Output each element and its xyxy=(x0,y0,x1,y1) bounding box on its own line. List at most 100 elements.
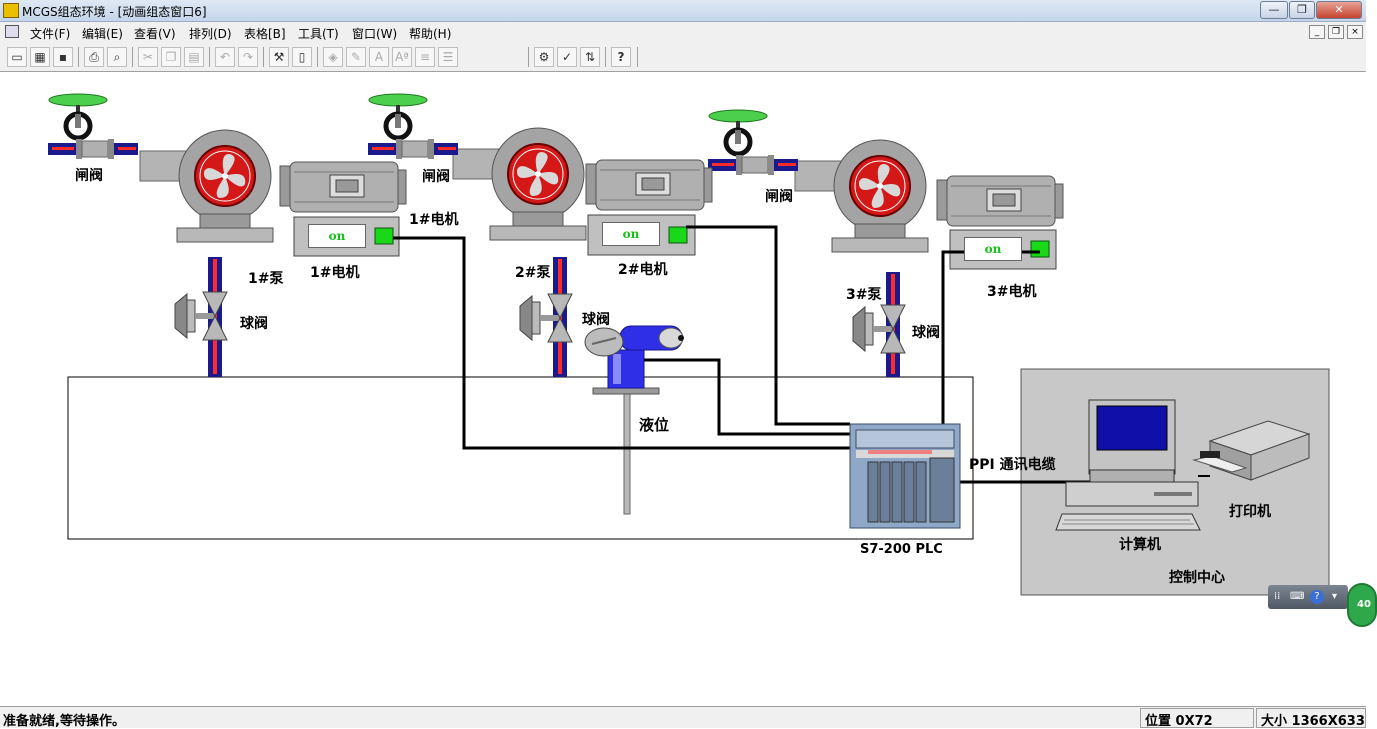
motor-3-on-display: on xyxy=(964,237,1022,261)
plc-unit xyxy=(849,423,961,529)
cursor-position: 位置 0X72 xyxy=(1140,708,1254,729)
undo-icon[interactable]: ↶ xyxy=(215,47,235,67)
ppi-cable-label: PPI 通讯电缆 xyxy=(969,457,1056,473)
scada-diagram xyxy=(0,72,1330,596)
printer xyxy=(1192,420,1311,481)
gate-valve-2 xyxy=(368,94,458,159)
app-icon xyxy=(3,3,19,18)
toolbar-separator xyxy=(317,47,318,67)
check-icon[interactable]: ✓ xyxy=(557,47,577,67)
plc-label: S7-200 PLC xyxy=(860,542,943,557)
computer-label: 计算机 xyxy=(1119,537,1161,553)
help-circle-icon[interactable]: ? xyxy=(1310,590,1324,604)
toolbar: ▭ ▦ ▪ ⎙ ⌕ ✂ ❐ ▤ ↶ ↷ ⚒ ▯ ◈ ✎ A Aª ≡ ☰ ⚙ ✓… xyxy=(0,42,1366,72)
sort-icon[interactable]: ⇅ xyxy=(580,47,600,67)
status-message: 准备就绪,等待操作。 xyxy=(3,714,125,729)
font-icon[interactable]: Aª xyxy=(392,47,412,67)
toolbar-separator xyxy=(528,47,529,67)
pump-1 xyxy=(140,130,273,242)
tank-outline xyxy=(67,376,974,540)
menu-table[interactable]: 表格[B] xyxy=(244,27,286,41)
toolbar-separator xyxy=(132,47,133,67)
pump-2-label: 2#泵 xyxy=(515,265,551,281)
design-canvas[interactable]: 闸阀 闸阀 闸阀 1#泵 2#泵 3#泵 1#电机 1#电机 2#电机 3#电机… xyxy=(0,72,1366,706)
document-icon[interactable] xyxy=(5,25,19,38)
gate-valve-3 xyxy=(708,110,798,175)
motor-1-indicator xyxy=(374,227,394,245)
motor-1-label-top: 1#电机 xyxy=(409,212,459,228)
motor-3-indicator xyxy=(1030,240,1050,258)
line-color-icon[interactable]: ✎ xyxy=(346,47,366,67)
floating-badge[interactable]: 40 xyxy=(1347,583,1377,627)
control-center-label: 控制中心 xyxy=(1169,570,1225,586)
menu-help[interactable]: 帮助(H) xyxy=(409,27,452,41)
motor-1-label: 1#电机 xyxy=(310,265,360,281)
frame-icon[interactable]: ▯ xyxy=(292,47,312,67)
motor-2-indicator xyxy=(668,226,688,244)
menu-bar: 文件(F) 编辑(E) 查看(V) 排列(D) 表格[B] 工具(T) 窗口(W… xyxy=(0,22,1366,42)
toolbar-separator xyxy=(637,47,638,67)
maximize-button[interactable]: ❐ xyxy=(1289,1,1315,19)
pump-3-label: 3#泵 xyxy=(846,287,882,303)
close-button[interactable]: ✕ xyxy=(1316,1,1362,19)
motor-1 xyxy=(279,161,407,213)
window-title: MCGS组态环境 - [动画组态窗口6] xyxy=(22,5,207,19)
gate-valve-2-label: 闸阀 xyxy=(422,169,450,185)
properties-icon[interactable]: ⚙ xyxy=(534,47,554,67)
keyboard-icon[interactable]: ⌨ xyxy=(1290,591,1305,602)
level-sensor-label: 液位 xyxy=(639,416,670,434)
mdi-restore-button[interactable]: ❐ xyxy=(1328,25,1344,39)
menu-arrange[interactable]: 排列(D) xyxy=(189,27,232,41)
redo-icon[interactable]: ↷ xyxy=(238,47,258,67)
gate-valve-3-label: 闸阀 xyxy=(765,189,793,205)
gate-valve-1 xyxy=(48,94,138,159)
ball-valve-1-label: 球阀 xyxy=(240,316,268,332)
motor-2-on-display: on xyxy=(602,222,660,246)
menu-file[interactable]: 文件(F) xyxy=(30,27,71,41)
toolbar-separator xyxy=(605,47,606,67)
status-bar: 准备就绪,等待操作。 位置 0X72 大小 1366X633 xyxy=(0,706,1366,729)
copy-icon[interactable]: ❐ xyxy=(161,47,181,67)
motor-2 xyxy=(585,159,713,211)
chevron-down-icon[interactable]: ▾ xyxy=(1332,591,1338,602)
motor-2-label: 2#电机 xyxy=(618,262,668,278)
paste-icon[interactable]: ▤ xyxy=(184,47,204,67)
gate-valve-1-label: 闸阀 xyxy=(75,168,103,184)
line-style-icon[interactable]: ≡ xyxy=(415,47,435,67)
menu-window[interactable]: 窗口(W) xyxy=(352,27,398,41)
toolbar-separator xyxy=(209,47,210,67)
motor-3-label: 3#电机 xyxy=(987,284,1037,300)
pump-3 xyxy=(795,140,928,252)
window-icon[interactable]: ▭ xyxy=(7,47,27,67)
level-sensor xyxy=(584,325,684,515)
minimize-button[interactable]: — xyxy=(1260,1,1288,19)
mdi-minimize-button[interactable]: _ xyxy=(1309,25,1325,39)
tools-icon[interactable]: ⚒ xyxy=(269,47,289,67)
grip-icon: ⁞⁞ xyxy=(1274,591,1281,602)
title-bar: MCGS组态环境 - [动画组态窗口6] — ❐ ✕ xyxy=(0,0,1366,22)
printer-label: 打印机 xyxy=(1229,504,1271,520)
menu-tools[interactable]: 工具(T) xyxy=(298,27,339,41)
ball-valve-3-label: 球阀 xyxy=(912,325,940,341)
print-icon[interactable]: ⎙ xyxy=(84,47,104,67)
menu-view[interactable]: 查看(V) xyxy=(134,27,176,41)
text-color-icon[interactable]: A xyxy=(369,47,389,67)
motor-3 xyxy=(936,175,1064,227)
canvas-size: 大小 1366X633 xyxy=(1256,708,1366,729)
cut-icon[interactable]: ✂ xyxy=(138,47,158,67)
line-width-icon[interactable]: ☰ xyxy=(438,47,458,67)
devices-icon[interactable]: ▦ xyxy=(30,47,50,67)
ball-valve-2-label: 球阀 xyxy=(582,312,610,328)
toolbar-separator xyxy=(263,47,264,67)
motor-1-on-display: on xyxy=(308,224,366,248)
help-icon[interactable]: ? xyxy=(611,47,631,67)
menu-edit[interactable]: 编辑(E) xyxy=(82,27,123,41)
toolbar-separator xyxy=(78,47,79,67)
print-preview-icon[interactable]: ⌕ xyxy=(107,47,127,67)
fill-color-icon[interactable]: ◈ xyxy=(323,47,343,67)
save-icon[interactable]: ▪ xyxy=(53,47,73,67)
pump-1-label: 1#泵 xyxy=(248,271,284,287)
mdi-close-button[interactable]: × xyxy=(1347,25,1363,39)
computer xyxy=(1055,399,1201,531)
floating-language-toolbar[interactable]: ⁞⁞ ⌨ ? ▾ xyxy=(1268,585,1348,609)
